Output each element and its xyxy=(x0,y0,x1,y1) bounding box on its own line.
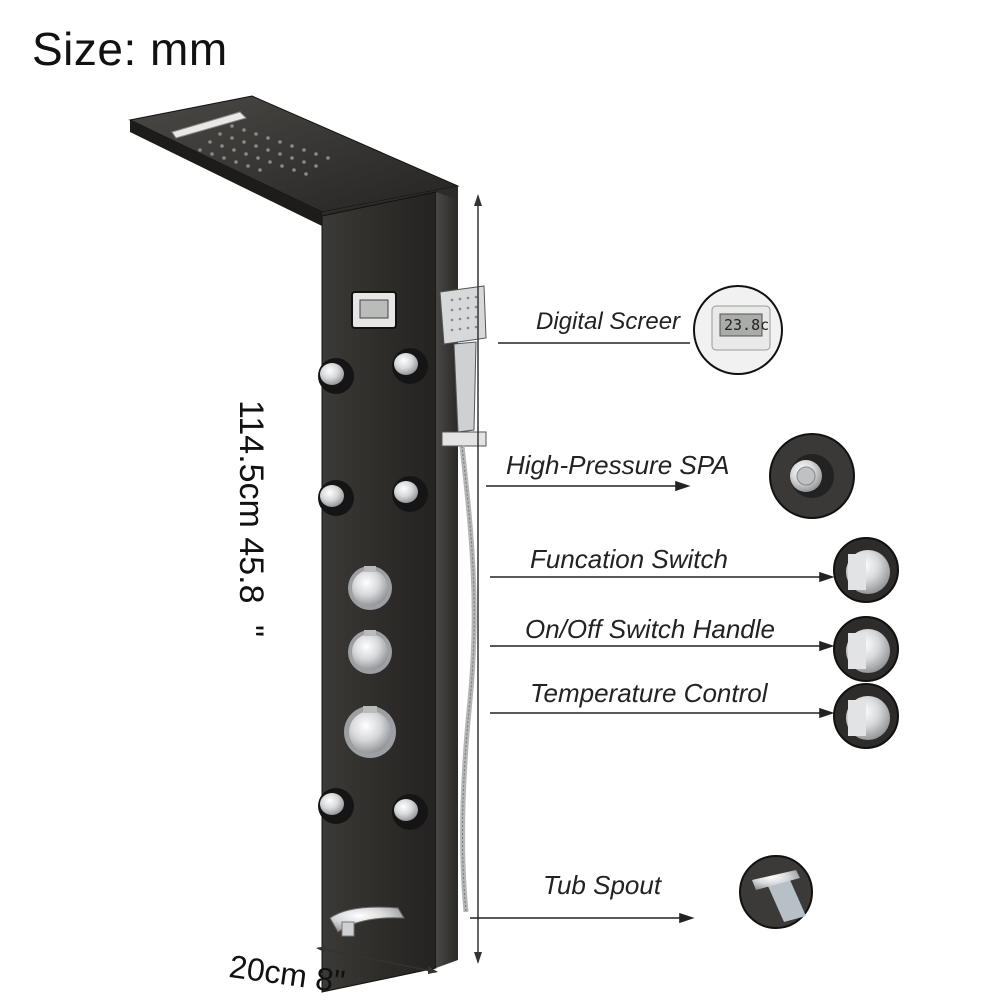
callout-tub-spout: Tub Spout xyxy=(543,870,662,900)
height-in: 45.8 xyxy=(232,537,270,604)
height-in-mark: " xyxy=(232,624,270,638)
page-title: Size: mm xyxy=(32,23,228,75)
callout-temperature-control: Temperature Control xyxy=(530,678,768,708)
width-dimension-line xyxy=(316,946,438,974)
display-reading: 23.8c xyxy=(724,316,770,334)
callout-digital-screen: Digital Screer xyxy=(536,308,681,335)
height-cm: 114.5cm xyxy=(232,400,270,528)
tub-spout xyxy=(329,906,405,937)
zoom-temperature-control xyxy=(833,683,899,749)
zoom-spa-jet xyxy=(769,433,855,519)
callout-onoff-switch: On/Off Switch Handle xyxy=(525,614,775,644)
width-in: 8" xyxy=(313,960,348,1000)
callout-high-pressure-spa: High-Pressure SPA xyxy=(506,450,730,480)
callout-function-switch: Funcation Switch xyxy=(530,544,728,574)
zoom-digital-screen xyxy=(693,285,783,375)
height-dimension-line xyxy=(474,194,482,964)
body-jets xyxy=(318,348,428,830)
zoom-function-switch xyxy=(833,537,899,603)
control-knobs xyxy=(344,566,396,758)
hand-shower xyxy=(439,285,487,913)
zoom-onoff-handle xyxy=(833,616,899,682)
zoom-tub-spout xyxy=(739,855,813,929)
height-dimension-label: 114.5cm 45.8 " xyxy=(231,400,270,637)
panel-digital-screen xyxy=(351,291,397,329)
